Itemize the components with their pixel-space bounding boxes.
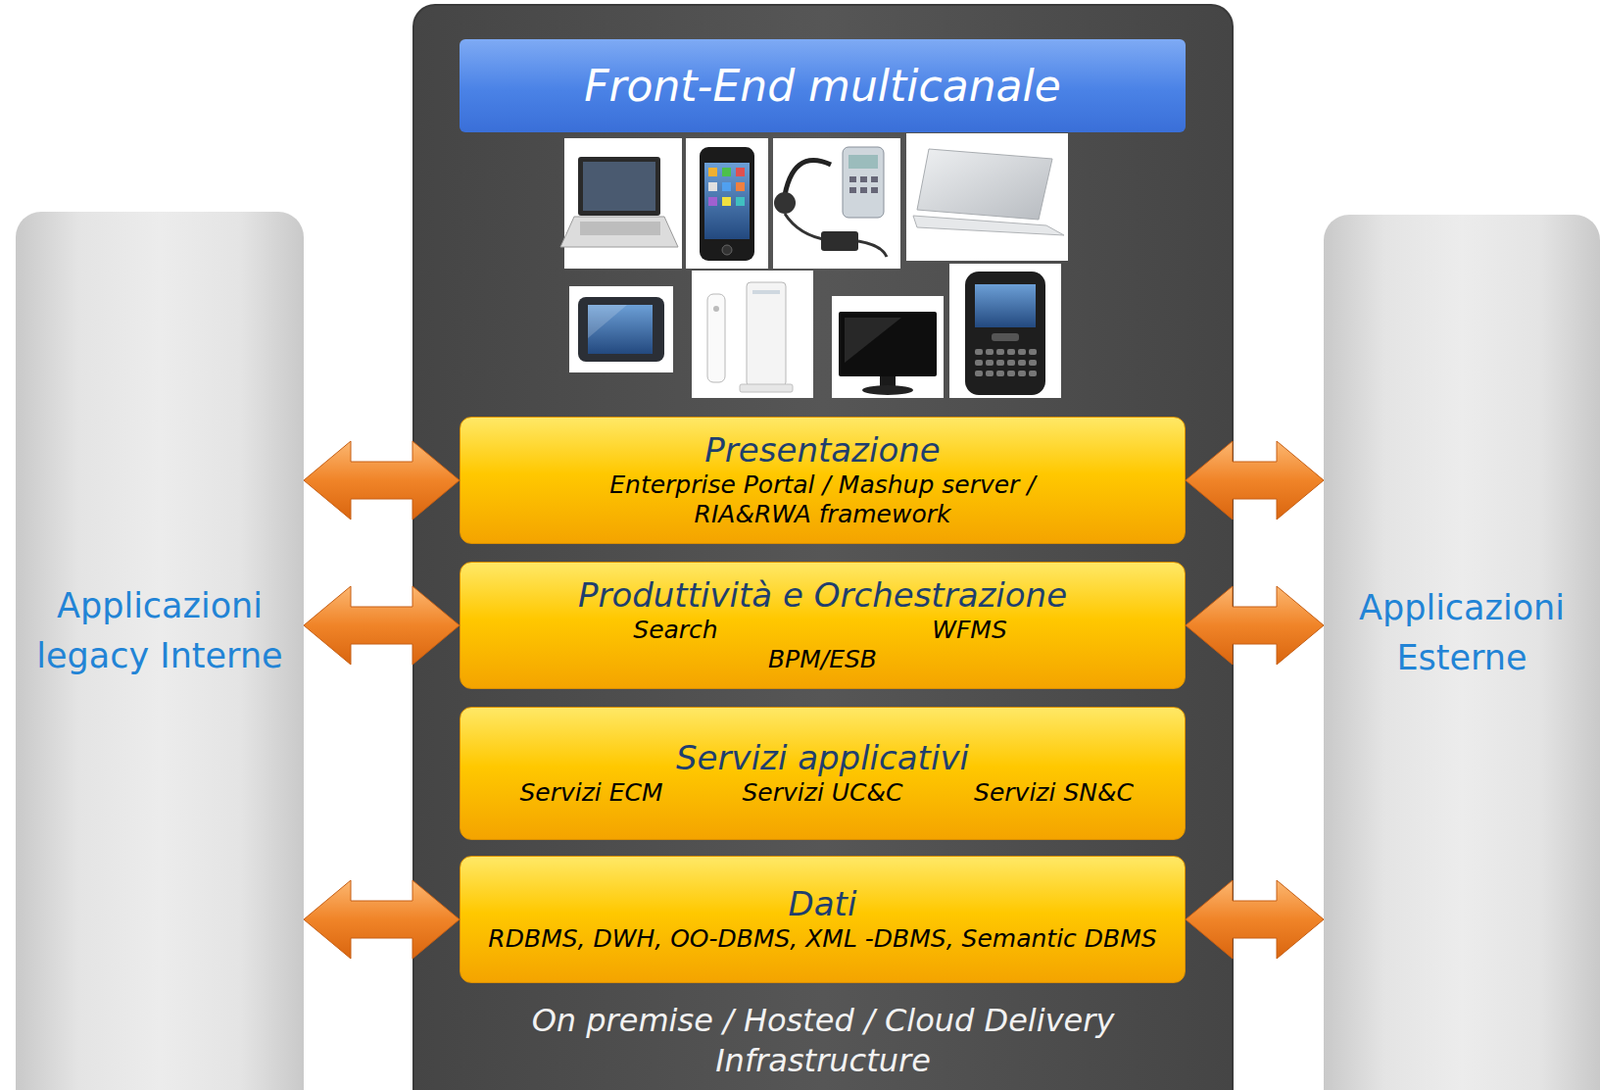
platform-panel: On premise / Hosted / Cloud Delivery Inf… — [413, 4, 1233, 1090]
layer-title: Servizi applicativi — [676, 738, 970, 777]
device-pictures — [560, 133, 1068, 398]
layer-band: Servizi applicativiServizi ECMServizi UC… — [459, 706, 1186, 840]
layer-body: Servizi UC&C — [707, 777, 939, 808]
double-arrow — [1185, 879, 1324, 959]
double-arrow — [303, 585, 460, 665]
handheld-picture — [949, 263, 1062, 398]
layer-body-row: Servizi ECMServizi UC&CServizi SN&C — [476, 777, 1170, 808]
layer-body-row: BPM/ESB — [676, 644, 970, 675]
layer-band: PresentazioneEnterprise Portal / Mashup … — [459, 416, 1186, 544]
application-panel: Applicazioni legacy Interne — [15, 211, 304, 1090]
layer-title: Presentazione — [704, 431, 940, 470]
application-panel: Applicazioni Esterne — [1323, 214, 1600, 1090]
double-arrow — [303, 879, 460, 959]
layer-band: DatiRDBMS, DWH, OO-DBMS, XML -DBMS, Sema… — [459, 855, 1186, 983]
layer-body: Search — [529, 615, 824, 645]
layer-body-row: SearchWFMS — [529, 615, 1117, 645]
double-arrow — [1185, 585, 1324, 665]
headset-picture — [773, 138, 901, 269]
platform-caption: On premise / Hosted / Cloud Delivery Inf… — [529, 1000, 1117, 1082]
layer-body-row: Enterprise Portal / Mashup server / RIA&… — [558, 470, 1088, 530]
panel-label: Applicazioni legacy Interne — [25, 581, 294, 681]
double-arrow — [1185, 440, 1324, 520]
layer-title: Produttività e Orchestrazione — [578, 576, 1067, 615]
layer-body: WFMS — [823, 615, 1117, 645]
smartphone-picture — [685, 138, 769, 269]
layer-body: Servizi ECM — [476, 777, 708, 808]
double-arrow — [303, 440, 460, 520]
platform-panel-shape — [413, 4, 1233, 1090]
layer-body: BPM/ESB — [676, 644, 970, 675]
layer-body-row: RDBMS, DWH, OO-DBMS, XML -DBMS, Semantic… — [487, 923, 1157, 954]
game-console-picture — [691, 270, 814, 398]
netbook-picture — [560, 138, 682, 269]
layer-band: Produttività e OrchestrazioneSearchWFMSB… — [459, 561, 1186, 689]
bar-title: Front-End multicanale — [583, 57, 1062, 114]
layer-body: Servizi SN&C — [938, 777, 1170, 808]
monitor-picture — [831, 295, 944, 398]
tablet-picture — [569, 286, 674, 373]
layer-body: RDBMS, DWH, OO-DBMS, XML -DBMS, Semantic… — [487, 923, 1157, 954]
ultrabook-picture — [906, 133, 1068, 261]
panel-label: Applicazioni Esterne — [1333, 582, 1591, 683]
front-end-bar: Front-End multicanale — [459, 39, 1186, 133]
layer-title: Dati — [788, 884, 858, 923]
layer-body: Enterprise Portal / Mashup server / RIA&… — [558, 470, 1088, 530]
